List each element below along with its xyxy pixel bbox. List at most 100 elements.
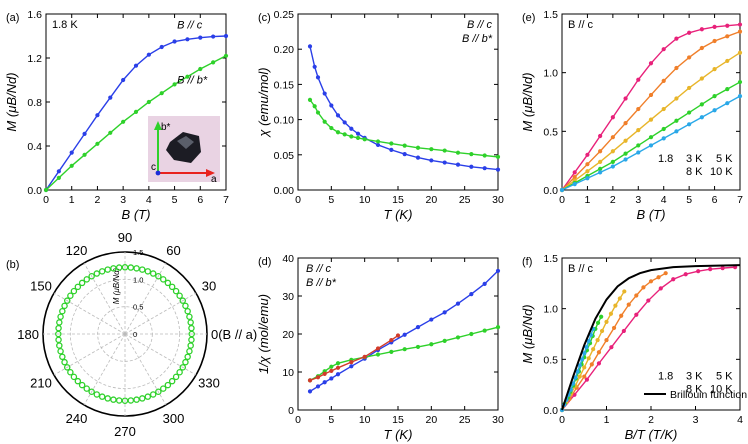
data-point <box>623 96 628 101</box>
legend-entry: B // b* <box>177 74 208 86</box>
x-tick-label: 15 <box>392 194 404 206</box>
data-point <box>712 38 717 44</box>
data-point <box>584 345 589 350</box>
data-point <box>144 393 152 400</box>
data-point <box>349 364 354 369</box>
data-point <box>585 176 590 181</box>
legend-entry: B // b* <box>462 33 493 45</box>
data-point <box>307 44 313 49</box>
x-tick-label: 2 <box>648 414 654 426</box>
radial-tick-label: 1.5 <box>133 248 143 257</box>
data-point <box>687 110 692 115</box>
data-point <box>622 289 627 294</box>
legend-entry: 5 K <box>716 153 733 165</box>
data-point <box>584 377 590 382</box>
data-point <box>349 126 354 131</box>
data-point <box>312 64 317 69</box>
x-tick-label: 0 <box>559 194 565 206</box>
data-point <box>442 310 447 315</box>
data-point <box>415 145 421 150</box>
data-point <box>78 279 86 287</box>
x-tick-label: 20 <box>425 414 437 426</box>
data-point <box>168 377 176 385</box>
legend-entry: 3 K <box>686 153 703 165</box>
data-point <box>455 335 461 340</box>
y-tick-label: 0.4 <box>27 141 42 153</box>
data-point <box>725 101 730 106</box>
data-point <box>415 344 421 350</box>
data-point <box>74 377 82 385</box>
data-point <box>188 324 195 332</box>
polar-grid-spoke <box>124 262 167 335</box>
data-point <box>737 22 743 27</box>
angle-tick-label: 300 <box>163 411 185 426</box>
x-tick-label: 10 <box>359 414 371 426</box>
data-point <box>575 369 580 374</box>
data-point <box>182 358 189 366</box>
data-point <box>610 135 615 140</box>
data-point <box>648 143 654 148</box>
data-point <box>223 33 229 39</box>
x-tick-label: 7 <box>223 194 229 206</box>
data-point <box>495 268 501 274</box>
data-point <box>69 150 74 155</box>
x-tick-label: 2 <box>95 194 101 206</box>
data-point <box>712 108 717 113</box>
x-tick-label: 0 <box>559 414 565 426</box>
data-point <box>626 302 631 307</box>
legend-entry: 10 K <box>710 166 733 178</box>
series-line <box>309 46 499 171</box>
data-point <box>342 132 347 137</box>
series-0 <box>307 44 501 172</box>
data-point <box>469 331 474 337</box>
panel-annotation: B // c <box>568 263 594 275</box>
data-point <box>335 372 341 377</box>
legend-entry: 1.8 <box>658 371 673 383</box>
y-axis-label: M (μB/Nd) <box>520 304 535 363</box>
x-axis-label: B (T) <box>637 207 666 222</box>
data-point <box>59 307 66 315</box>
y-tick-label: 10 <box>282 367 294 379</box>
data-point <box>482 328 487 333</box>
data-point <box>604 337 609 343</box>
data-point <box>160 276 167 283</box>
data-point <box>687 122 692 127</box>
data-point <box>61 302 68 310</box>
data-point <box>307 97 313 102</box>
data-point <box>211 34 216 39</box>
y-axis-label: χ (emu/mol) <box>256 67 271 137</box>
data-point <box>67 369 74 376</box>
data-point <box>737 29 743 34</box>
data-point <box>656 275 661 280</box>
data-point <box>57 348 64 355</box>
arrow-head-icon <box>154 121 162 130</box>
y-tick-label: 1.0 <box>543 304 558 316</box>
series-0 <box>55 264 195 404</box>
data-point <box>375 139 381 144</box>
data-point <box>342 120 347 125</box>
x-tick-label: 15 <box>392 414 404 426</box>
y-tick-label: 0.5 <box>543 354 558 366</box>
plot-frame <box>561 13 741 191</box>
data-point <box>699 102 704 107</box>
data-point <box>585 169 590 174</box>
data-point <box>636 150 641 155</box>
series-1 <box>43 53 229 193</box>
data-point <box>608 311 614 316</box>
data-point <box>56 169 61 174</box>
y-tick-label: 0.8 <box>27 97 42 109</box>
angle-tick-label: 180 <box>17 327 39 342</box>
data-point <box>674 36 679 41</box>
crystal-facet <box>177 136 194 149</box>
legend-entry: 8 K <box>686 166 703 178</box>
series-line <box>309 99 499 158</box>
data-point <box>596 361 602 366</box>
legend-entry: B // c <box>306 263 332 275</box>
data-point <box>127 397 135 404</box>
data-point <box>83 276 90 283</box>
data-point <box>149 270 157 277</box>
data-point <box>610 149 615 154</box>
data-point <box>559 187 565 193</box>
panel-label: (d) <box>258 256 271 268</box>
